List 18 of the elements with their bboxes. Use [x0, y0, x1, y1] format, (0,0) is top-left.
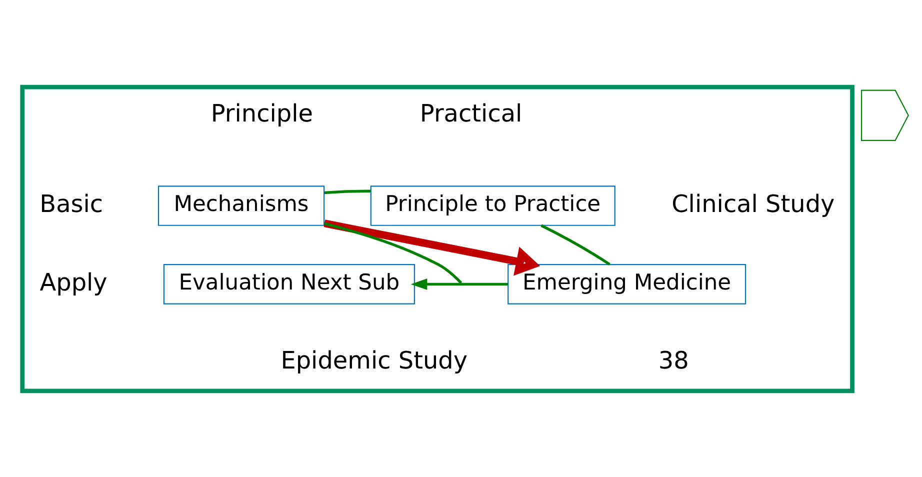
node-box: Principle to Practice — [370, 185, 616, 226]
node-pentagon — [860, 89, 909, 140]
node-box: Evaluation Next Sub — [163, 264, 415, 304]
cluster — [20, 84, 854, 393]
node-box: Emerging Medicine — [508, 264, 746, 304]
arrow — [324, 219, 540, 276]
label: 38 — [658, 346, 689, 374]
arrow — [410, 278, 508, 290]
connector — [324, 222, 462, 284]
label: Clinical Study — [672, 189, 835, 218]
connector — [540, 224, 610, 266]
label: Basic — [40, 189, 104, 218]
connector — [324, 189, 371, 194]
node-box: Mechanisms — [158, 185, 325, 226]
label: Apply — [40, 268, 108, 296]
label: Practical — [420, 98, 522, 127]
label: Epidemic Study — [280, 346, 468, 374]
label: Principle — [210, 98, 314, 127]
